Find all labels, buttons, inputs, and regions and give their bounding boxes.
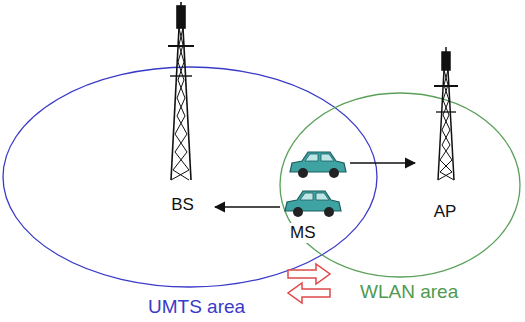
link-arrow [350,162,415,164]
station-label: MS [288,223,318,243]
station-node: BS [150,5,215,215]
bs-tower [168,2,194,180]
station-node: AP [415,45,475,222]
wlan-area-ellipse [280,93,520,277]
car-icon [285,191,341,217]
area-label: WLAN area [360,281,458,303]
station-node: MS [280,145,350,243]
station-label: BS [169,195,196,215]
link-arrow [215,206,280,208]
station-label: AP [432,202,459,222]
area-label: UMTS area [148,296,245,318]
car-icon [290,152,346,178]
handover-double-arrow [288,264,330,303]
ap-tower [434,47,458,180]
